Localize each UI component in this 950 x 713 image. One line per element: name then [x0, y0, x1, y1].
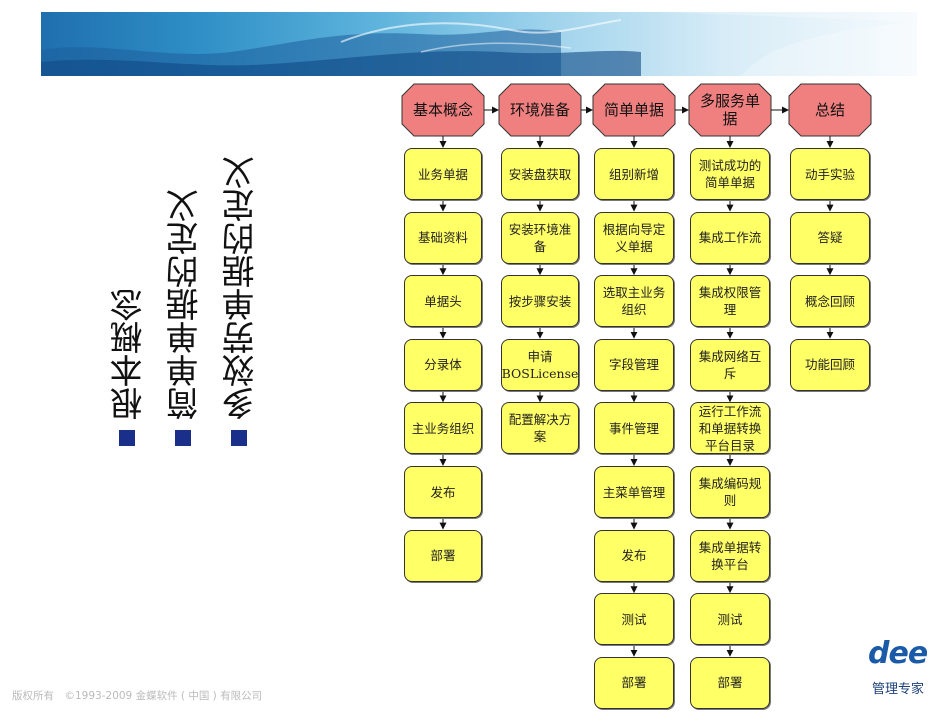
- flow-node: 字段管理: [594, 338, 674, 391]
- flow-node: 事件管理: [594, 402, 674, 455]
- phase-header-shape: [401, 83, 485, 137]
- square-bullet-icon: [231, 430, 247, 446]
- flow-node: 单据头: [404, 275, 482, 328]
- flow-node: 集成网络互斥: [690, 338, 770, 391]
- flow-node: 基础资料: [404, 211, 482, 264]
- flow-node: 配置解决方案: [501, 402, 579, 455]
- flow-node: 部署: [594, 656, 674, 709]
- copyright-footer: 版权所有 ©1993-2009 金蝶软件 ( 中国 ) 有限公司: [12, 690, 263, 702]
- flow-node: 部署: [690, 656, 770, 709]
- flow-node: 测试成功的简单单据: [690, 148, 770, 200]
- brand-slogan: 管理专家: [872, 682, 925, 697]
- flow-node: 集成权限管理: [690, 275, 770, 328]
- phase-header-shape: [498, 83, 582, 137]
- flow-node: 测试: [690, 593, 770, 646]
- flow-node: 分录体: [404, 338, 482, 391]
- flow-node: 安装盘获取: [501, 148, 579, 200]
- flow-node: 按步骤安装: [501, 275, 579, 328]
- phase-header-3: 简单单据: [603, 101, 664, 119]
- phase-header-5: 总结: [814, 101, 845, 119]
- phase-header-1: 基本概念: [412, 101, 473, 119]
- flow-node: 功能回顾: [790, 338, 870, 391]
- flow-node: 集成工作流: [690, 211, 770, 264]
- flow-node: 答疑: [790, 211, 870, 264]
- square-bullet-icon: [175, 430, 191, 446]
- flow-node: 业务单据: [404, 148, 482, 200]
- flow-node: 集成编码规则: [690, 466, 770, 518]
- phase-header-4: 多服务单据: [699, 92, 760, 128]
- phase-header-shape: [788, 83, 872, 137]
- flow-node: 主业务组织: [404, 402, 482, 455]
- vertical-bullet-list: 根本概念 简单单据的定义 多效劳单据的定义: [105, 120, 275, 450]
- bullet-item-2: 简单单据的定义: [161, 120, 209, 450]
- flow-node: 概念回顾: [790, 275, 870, 328]
- flow-node: 选取主业务组织: [594, 275, 674, 328]
- square-bullet-icon: [119, 430, 135, 446]
- flow-node: 根据向导定义单据: [594, 211, 674, 264]
- flow-node: 运行工作流和单据转换平台目录: [690, 402, 770, 455]
- phase-header-shape: [592, 83, 676, 137]
- flow-node: 测试: [594, 593, 674, 646]
- flow-node: 安装环境准备: [501, 211, 579, 264]
- flow-node: 申请BOSLicense: [501, 338, 579, 391]
- flow-node: 发布: [404, 466, 482, 518]
- flow-node: 部署: [404, 529, 482, 582]
- phase-header-shape: [688, 83, 772, 137]
- flow-node: 组别新增: [594, 148, 674, 200]
- phase-header-2: 环境准备: [509, 101, 570, 119]
- flow-node: 集成单据转换平台: [690, 529, 770, 582]
- bullet-item-1: 根本概念: [105, 120, 153, 450]
- brand-logo: dee: [868, 636, 928, 671]
- header-banner: [41, 12, 917, 76]
- flow-node: 主菜单管理: [594, 466, 674, 518]
- flow-node: 发布: [594, 529, 674, 582]
- flow-node: 动手实验: [790, 148, 870, 200]
- bullet-item-3: 多效劳单据的定义: [217, 120, 265, 450]
